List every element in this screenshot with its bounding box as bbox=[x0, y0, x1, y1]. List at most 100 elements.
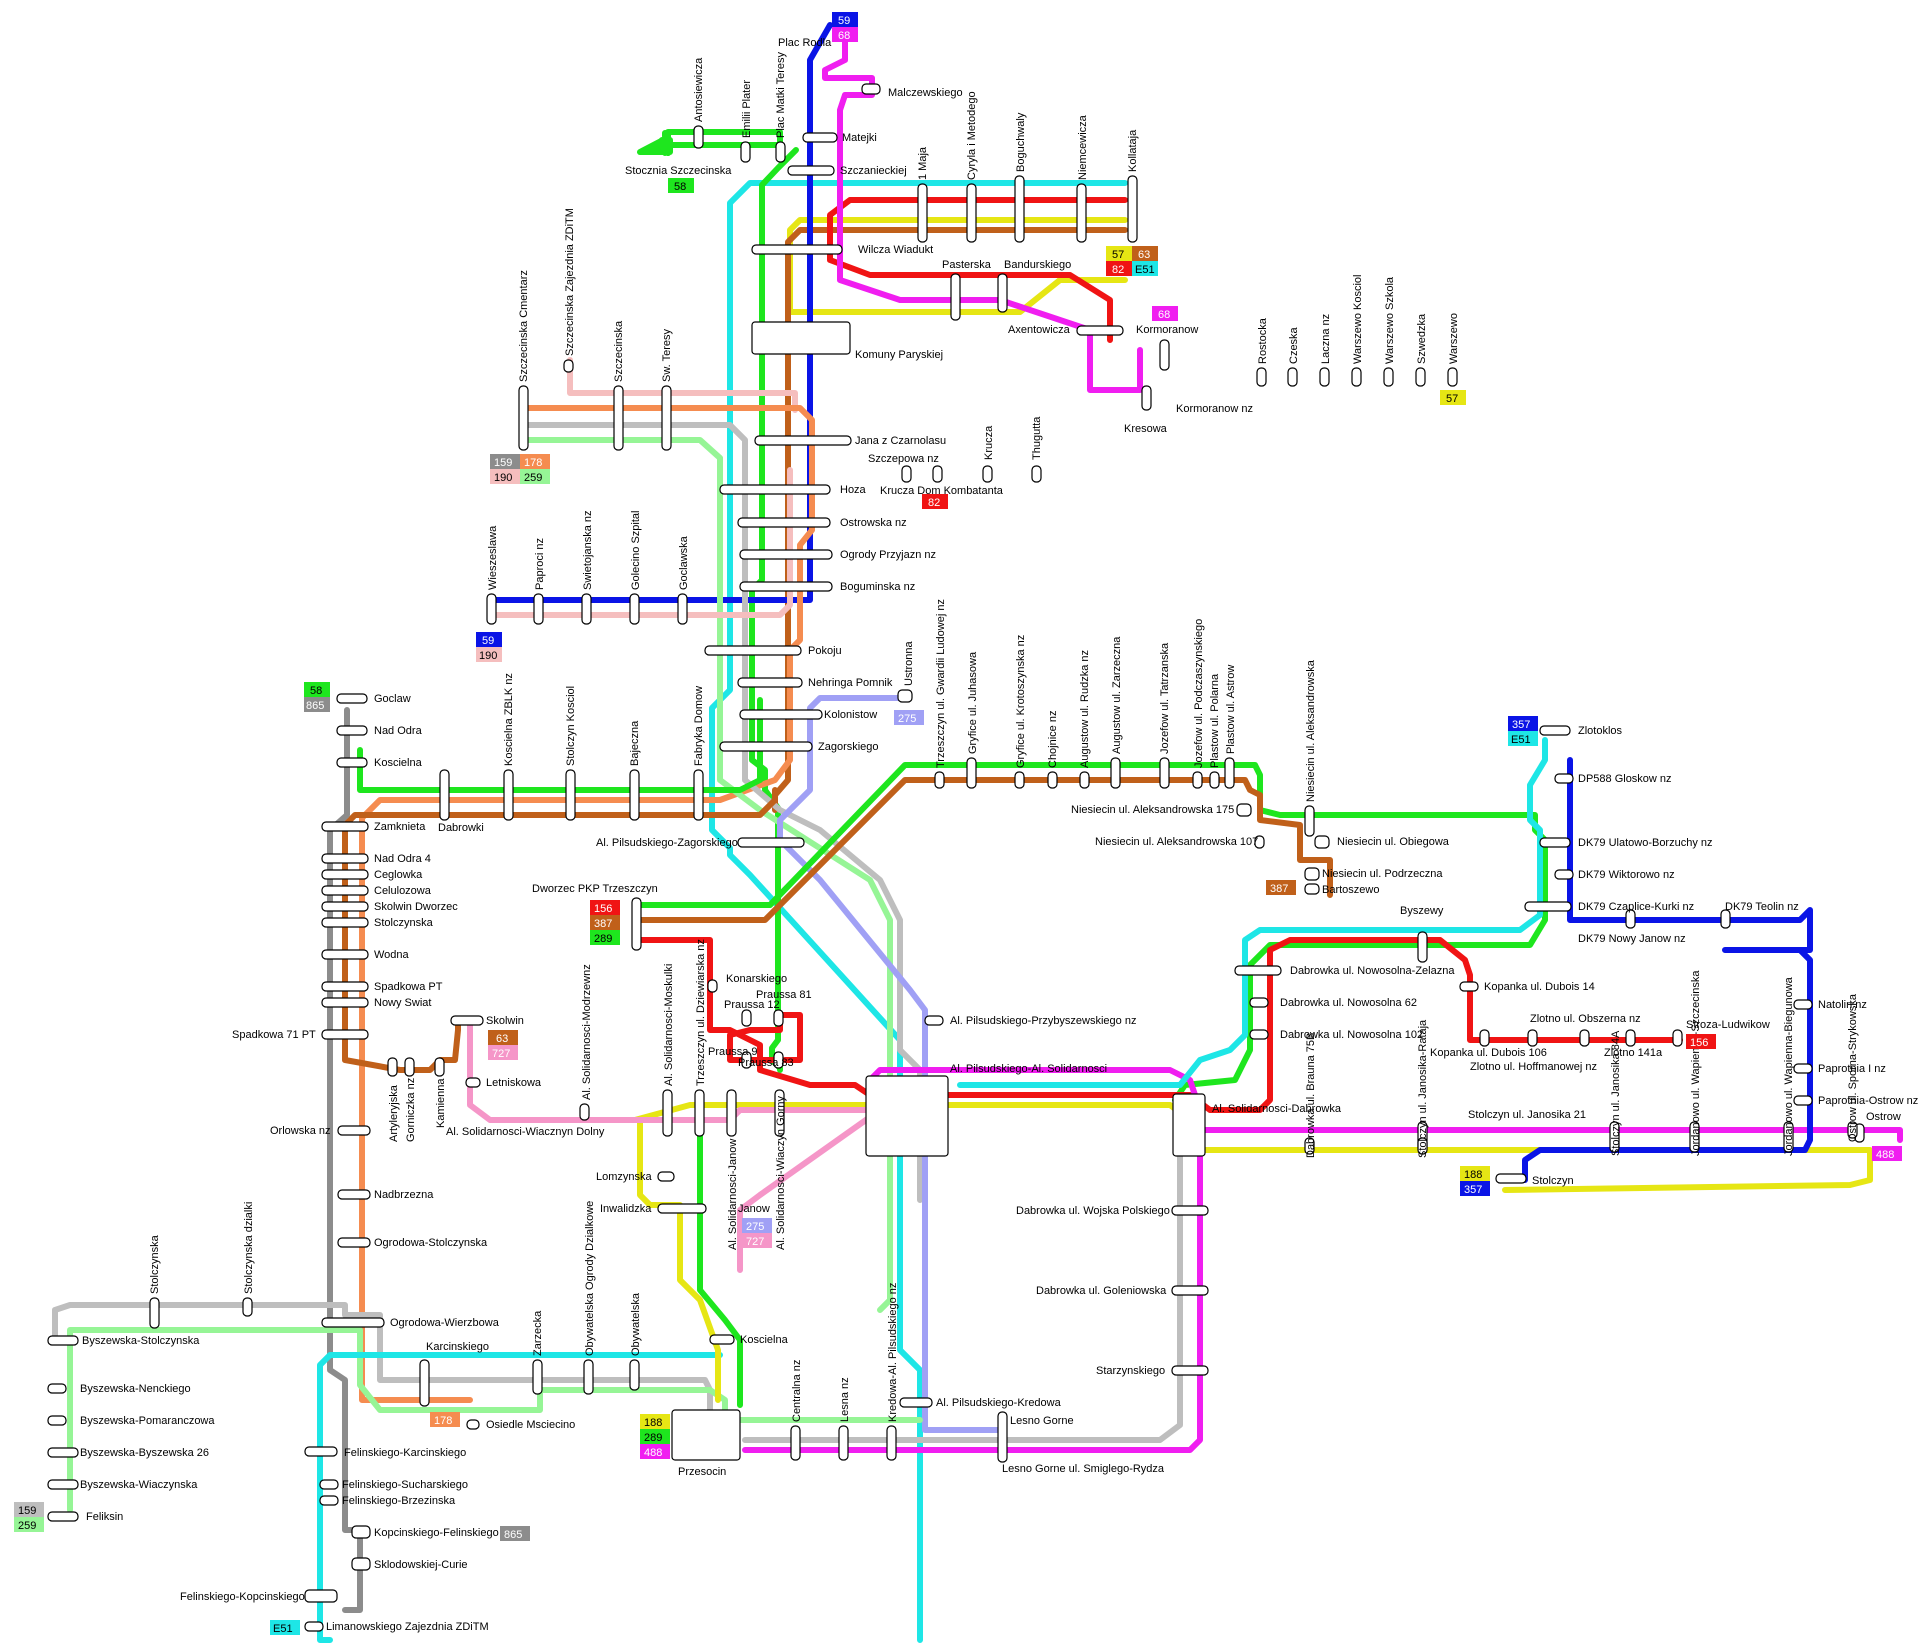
stop-orlowska[interactable] bbox=[337, 1125, 371, 1136]
stop-boguchwaly[interactable] bbox=[1014, 175, 1025, 243]
stop-matejki[interactable] bbox=[802, 132, 838, 143]
stop-paprotnia-ostrow[interactable] bbox=[1793, 1095, 1813, 1106]
stop-letniskowa[interactable] bbox=[465, 1077, 481, 1088]
stop-zlotno-obszerna[interactable] bbox=[1527, 1029, 1538, 1047]
stop-al-pils-zagorskiego[interactable] bbox=[737, 837, 805, 848]
stop-augustow-rudzka[interactable] bbox=[1079, 771, 1090, 789]
stop-zlotno-hoffmanowej[interactable] bbox=[1579, 1029, 1590, 1047]
stop-wilcza-wiadukt[interactable] bbox=[751, 244, 843, 255]
stop-lesna[interactable] bbox=[838, 1425, 849, 1461]
stop-skolwin-dworzec[interactable] bbox=[321, 901, 369, 912]
stop-stroza-ludwikow[interactable] bbox=[1672, 1029, 1683, 1047]
stop-obywatelska[interactable] bbox=[629, 1359, 640, 1391]
stop-spadkowa-71[interactable] bbox=[321, 1029, 369, 1040]
stop-ogrodowa-stolczynska[interactable] bbox=[337, 1237, 371, 1248]
stop-zlotno-141a[interactable] bbox=[1625, 1029, 1636, 1047]
stop-kredowa-pils[interactable] bbox=[886, 1425, 897, 1461]
stop-laczna[interactable] bbox=[1319, 367, 1330, 387]
stop-konarskiego[interactable] bbox=[707, 979, 718, 993]
stop-paproci[interactable] bbox=[533, 593, 544, 625]
stop-krucza-dom[interactable] bbox=[982, 465, 993, 483]
stop-praussa-9[interactable] bbox=[741, 1051, 752, 1069]
stop-niesiecin-podrzeczna[interactable] bbox=[1304, 867, 1320, 881]
stop-felinskiego-brzezinska[interactable] bbox=[319, 1495, 339, 1506]
stop-ceglowka[interactable] bbox=[321, 869, 369, 880]
stop-antosiewicza[interactable] bbox=[693, 125, 704, 149]
stop-nad-odra-4[interactable] bbox=[321, 853, 369, 864]
stop-al-sol-wiacznyn[interactable] bbox=[579, 1103, 590, 1121]
stop-jana-z-czarnolasu[interactable] bbox=[754, 435, 852, 446]
stop-trzeszczyn-gwardii[interactable] bbox=[934, 771, 945, 789]
stop-bartoszewo[interactable] bbox=[1304, 883, 1320, 895]
stop-szwedzka[interactable] bbox=[1415, 367, 1426, 387]
stop-dk79-teolin[interactable] bbox=[1720, 909, 1731, 929]
stop-koscielna-2[interactable] bbox=[709, 1334, 735, 1345]
stop-stolczyn-rataja[interactable] bbox=[1417, 1137, 1428, 1155]
stop-dk79-ulatowo[interactable] bbox=[1539, 837, 1571, 848]
stop-inwalidzka[interactable] bbox=[657, 1203, 707, 1214]
stop-skolwin[interactable] bbox=[450, 1015, 484, 1026]
stop-praussa-12[interactable] bbox=[741, 1009, 752, 1027]
stop-goclaw[interactable] bbox=[336, 693, 368, 704]
stop-al-sol-moskulki[interactable] bbox=[662, 1089, 673, 1137]
hub-komuny-paryskiej[interactable] bbox=[751, 321, 851, 355]
stop-stolczynska-dzialki[interactable] bbox=[242, 1297, 253, 1317]
stop-axentowicza[interactable] bbox=[1076, 325, 1124, 336]
stop-bandurskiego[interactable] bbox=[997, 273, 1008, 313]
stop-byszewska-stolczynska[interactable] bbox=[47, 1335, 79, 1346]
stop-ogrody-przyjazn[interactable] bbox=[739, 549, 833, 560]
stop-celulozowa[interactable] bbox=[321, 885, 369, 896]
hub-przesocin[interactable] bbox=[671, 1409, 741, 1461]
stop-zamknieta[interactable] bbox=[321, 821, 369, 832]
stop-centralna[interactable] bbox=[790, 1425, 801, 1461]
stop-gryfice-krotoszynska[interactable] bbox=[1014, 771, 1025, 789]
stop-praussa-81[interactable] bbox=[773, 1009, 784, 1027]
stop-sklodowskiej[interactable] bbox=[351, 1557, 371, 1571]
stop-stolczynska[interactable] bbox=[321, 917, 369, 928]
stop-jozefow-podcz[interactable] bbox=[1192, 771, 1203, 789]
stop-wodna[interactable] bbox=[321, 949, 369, 960]
stop-pasterska[interactable] bbox=[950, 273, 961, 321]
stop-golecino[interactable] bbox=[629, 593, 640, 625]
stop-boguminska[interactable] bbox=[739, 581, 833, 592]
stop-krucza[interactable] bbox=[932, 465, 943, 483]
stop-dk79-nowy-janow[interactable] bbox=[1625, 909, 1636, 929]
stop-byszewska-wiaczynska[interactable] bbox=[47, 1479, 79, 1490]
stop-stolczyn[interactable] bbox=[1495, 1173, 1527, 1184]
stop-koscielna-zblk[interactable] bbox=[503, 769, 514, 821]
stop-dabrowka-goleniowska[interactable] bbox=[1171, 1285, 1209, 1296]
stop-dabrowka-wojska[interactable] bbox=[1171, 1205, 1209, 1216]
stop-starzynskiego[interactable] bbox=[1171, 1365, 1209, 1376]
stop-nadbrzezna[interactable] bbox=[337, 1189, 371, 1200]
stop-niemcewicza[interactable] bbox=[1076, 183, 1087, 243]
stop-byszewska-pomaranczowa[interactable] bbox=[47, 1415, 67, 1426]
stop-kopanka-dubois14[interactable] bbox=[1459, 981, 1479, 992]
stop-szczepowa[interactable] bbox=[901, 465, 912, 483]
stop-spadkowa-pt[interactable] bbox=[321, 981, 369, 992]
stop-trzeszczyn-dziewiarska[interactable] bbox=[694, 1089, 705, 1137]
stop-zlotoklos[interactable] bbox=[1539, 725, 1571, 736]
stop-jordanowo-biegunowa[interactable] bbox=[1783, 1121, 1794, 1153]
stop-obywatelska-ogrody[interactable] bbox=[583, 1359, 594, 1395]
stop-al-sol-wiaczyn-gorny[interactable] bbox=[774, 1089, 785, 1137]
stop-dworzec-trzeszczyn[interactable] bbox=[631, 897, 642, 951]
stop-dp588[interactable] bbox=[1554, 773, 1574, 784]
stop-goclawska[interactable] bbox=[677, 593, 688, 625]
stop-rostocka[interactable] bbox=[1256, 367, 1267, 387]
stop-ogrodowa-wierzbowa[interactable] bbox=[321, 1317, 385, 1328]
stop-jozefow-tatrzanska[interactable] bbox=[1159, 757, 1170, 789]
stop-natolin[interactable] bbox=[1793, 999, 1813, 1010]
stop-1-maja[interactable] bbox=[917, 183, 928, 243]
stop-plac-matki-teresy[interactable] bbox=[775, 141, 786, 163]
stop-dabrowka-102[interactable] bbox=[1249, 1029, 1269, 1040]
stop-niesiecin-107[interactable] bbox=[1254, 835, 1265, 849]
stop-zarzecka[interactable] bbox=[532, 1359, 543, 1395]
stop-karcinskiego[interactable] bbox=[419, 1359, 430, 1407]
stop-niesiecin-175[interactable] bbox=[1236, 803, 1252, 817]
stop-czeska[interactable] bbox=[1287, 367, 1298, 387]
stop-felinskiego-sucharskiego[interactable] bbox=[319, 1479, 339, 1490]
stop-kamienna[interactable] bbox=[434, 1057, 445, 1077]
stop-thugutta[interactable] bbox=[1031, 465, 1042, 483]
stop-feliksin[interactable] bbox=[47, 1511, 79, 1522]
stop-warszewo-kosciol[interactable] bbox=[1351, 367, 1362, 387]
